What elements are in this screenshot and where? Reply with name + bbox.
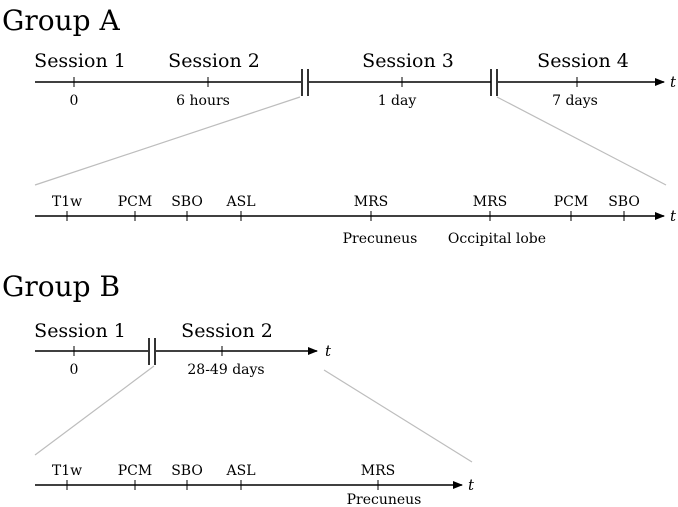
event-label: PCM [554, 194, 588, 210]
group-b-detail-axis-symbol: t [468, 476, 475, 494]
session-time: 6 hours [176, 93, 230, 109]
event-label: SBO [608, 194, 640, 210]
group-b-session-2: Session 2 28-49 days [181, 320, 273, 378]
group-a-zoom-line-left [34, 96, 301, 186]
group-a-event-pcm: PCM [118, 194, 152, 221]
group-a-zoom-line-right [496, 96, 667, 186]
session-label: Session 1 [34, 320, 126, 342]
group-a-title: Group A [2, 4, 120, 37]
session-time: 28-49 days [187, 362, 264, 378]
group-b-zoom-line-left [34, 365, 155, 456]
event-label: MRS [473, 194, 507, 210]
group-a-detail-axis-symbol: t [670, 207, 677, 225]
session-label: Session 4 [537, 50, 629, 72]
group-a-axis-break-2 [490, 69, 498, 96]
session-label: Session 3 [362, 50, 454, 72]
event-label: ASL [226, 194, 256, 210]
group-a-event-pcm-2: PCM [554, 194, 588, 221]
group-b-session-1: Session 1 0 [34, 320, 126, 378]
group-b-axis-symbol: t [325, 342, 332, 360]
event-label: T1w [52, 463, 82, 479]
event-label: MRS [354, 194, 388, 210]
group-b-event-t1w: T1w [52, 463, 82, 490]
group-a-event-t1w: T1w [52, 194, 82, 221]
group-a-session-1: Session 1 0 [34, 50, 126, 109]
group-a-axis-symbol: t [670, 73, 677, 91]
group-a-event-sbo-2: SBO [608, 194, 640, 221]
session-label: Session 2 [168, 50, 260, 72]
event-region: Precuneus [343, 231, 418, 247]
group-b-event-asl: ASL [226, 463, 256, 490]
session-time: 0 [70, 93, 79, 109]
event-label: MRS [361, 463, 395, 479]
event-label: PCM [118, 463, 152, 479]
group-b-event-sbo: SBO [171, 463, 203, 490]
session-label: Session 1 [34, 50, 126, 72]
group-a-session-2: Session 2 6 hours [168, 50, 260, 109]
group-b-event-pcm: PCM [118, 463, 152, 490]
session-time: 1 day [378, 93, 417, 109]
group-a-session-3: Session 3 1 day [362, 50, 454, 109]
event-label: PCM [118, 194, 152, 210]
group-b-axis-break [148, 338, 156, 365]
group-a-event-mrs-occipital: MRS Occipital lobe [448, 194, 546, 247]
group-a-event-sbo: SBO [171, 194, 203, 221]
session-label: Session 2 [181, 320, 273, 342]
event-label: ASL [226, 463, 256, 479]
group-a-event-mrs-precuneus: MRS Precuneus [343, 194, 418, 247]
session-time: 0 [70, 362, 79, 378]
session-time: 7 days [552, 93, 598, 109]
group-b-event-mrs-precuneus: MRS Precuneus [347, 463, 422, 507]
group-a-session-4: Session 4 7 days [537, 50, 629, 109]
group-b-title: Group B [2, 270, 120, 303]
event-label: T1w [52, 194, 82, 210]
event-label: SBO [171, 463, 203, 479]
event-region: Occipital lobe [448, 231, 546, 247]
group-a-axis-break-1 [301, 69, 309, 96]
event-label: SBO [171, 194, 203, 210]
event-region: Precuneus [347, 492, 422, 507]
group-a-event-asl: ASL [226, 194, 256, 221]
group-b-zoom-line-right [323, 369, 473, 463]
